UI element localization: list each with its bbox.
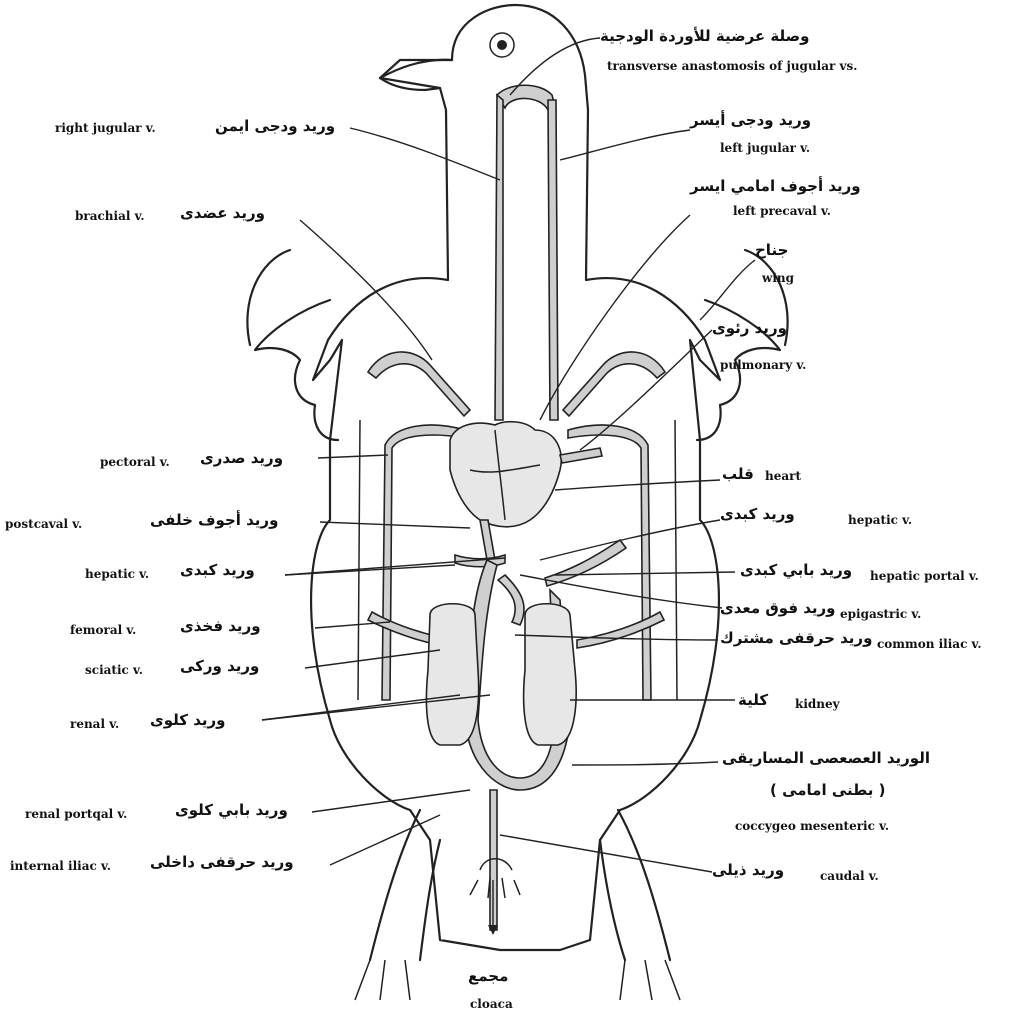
left-precaval-label-ar: وريد أجوف امامي ايسر <box>690 178 861 194</box>
cloaca-label-ar: مجمع <box>468 968 508 984</box>
jugular-veins <box>495 85 558 420</box>
left-precaval-label-en: left precaval v. <box>733 203 831 219</box>
postcaval-label-en: postcaval v. <box>5 516 82 532</box>
femoral-label-en: femoral v. <box>70 622 136 638</box>
renal-label-ar: وريد كلوى <box>150 712 225 728</box>
epigastric-label-ar: وريد فوق معدى <box>720 600 836 616</box>
transverse-anastomosis-label-en: transverse anastomosis of jugular vs. <box>607 58 857 74</box>
coccygeo-mesenteric-label-en: coccygeo mesenteric v. <box>735 818 889 834</box>
coccygeo-mesenteric-label-ar: الوريد العصعصى المساريقى <box>722 750 930 766</box>
sciatic-label-ar: وريد وركى <box>180 658 259 674</box>
internal-iliac-label-ar: وريد حرقفى داخلى <box>150 854 294 870</box>
renal-portal-label-en: renal portqal v. <box>25 806 127 822</box>
transverse-anastomosis-label-ar: وصلة عرضية للأوردة الودجية <box>600 28 809 44</box>
epigastric-label-en: epigastric v. <box>840 606 921 622</box>
hepatic-left-label-ar: وريد كبدى <box>180 562 255 578</box>
renal-label-en: renal v. <box>70 716 119 732</box>
common-iliac-label-en: common iliac v. <box>877 636 982 652</box>
heart-label-en: heart <box>765 468 801 484</box>
kidney-label-en: kidney <box>795 696 840 712</box>
wing-label-en: wing <box>762 270 794 286</box>
caudal-label-ar: وريد ذيلى <box>712 862 784 878</box>
eye-icon <box>490 33 514 57</box>
brachial-label-en: brachial v. <box>75 208 145 224</box>
renal-portal-label-ar: وريد بابي كلوى <box>175 802 288 818</box>
left-jugular-label-en: left jugular v. <box>720 140 810 156</box>
common-iliac-label-ar: وريد حرقفى مشترك <box>720 630 872 646</box>
caudal-label-en: caudal v. <box>820 868 879 884</box>
pulmonary-label-ar: وريد رئوى <box>712 320 787 336</box>
wing-label-ar: جناح <box>755 242 788 258</box>
hepatic-portal-label-ar: وريد بابي كبدى <box>740 562 852 578</box>
abdominal-veins <box>368 520 664 930</box>
brachial-label-ar: وريد عضدى <box>180 205 265 221</box>
femoral-label-ar: وريد فخذى <box>180 618 261 634</box>
internal-iliac-label-en: internal iliac v. <box>10 858 111 874</box>
right-jugular-label-ar: وريد ودجى ايمن <box>215 118 335 134</box>
sciatic-label-en: sciatic v. <box>85 662 143 678</box>
hepatic-right-label-ar: وريد كبدى <box>720 506 795 522</box>
coccygeo-mesenteric-label-ar2: ( بطنى امامى ) <box>770 782 885 798</box>
heart-label-ar: قلب <box>722 466 754 482</box>
hepatic-portal-label-en: hepatic portal v. <box>870 568 979 584</box>
cloaca-label-en: cloaca <box>470 996 513 1012</box>
kidney-label-ar: كلية <box>738 692 768 708</box>
pectoral-label-ar: وريد صدرى <box>200 450 283 466</box>
postcaval-label-ar: وريد أجوف خلفى <box>150 512 278 528</box>
hepatic-left-label-en: hepatic v. <box>85 566 149 582</box>
hepatic-right-label-en: hepatic v. <box>848 512 912 528</box>
right-jugular-label-en: right jugular v. <box>55 120 156 136</box>
pectoral-label-en: pectoral v. <box>100 454 170 470</box>
heart <box>450 422 602 527</box>
pulmonary-label-en: pulmonary v. <box>720 357 806 373</box>
kidneys <box>426 604 576 745</box>
left-jugular-label-ar: وريد ودجى أيسر <box>690 112 811 128</box>
